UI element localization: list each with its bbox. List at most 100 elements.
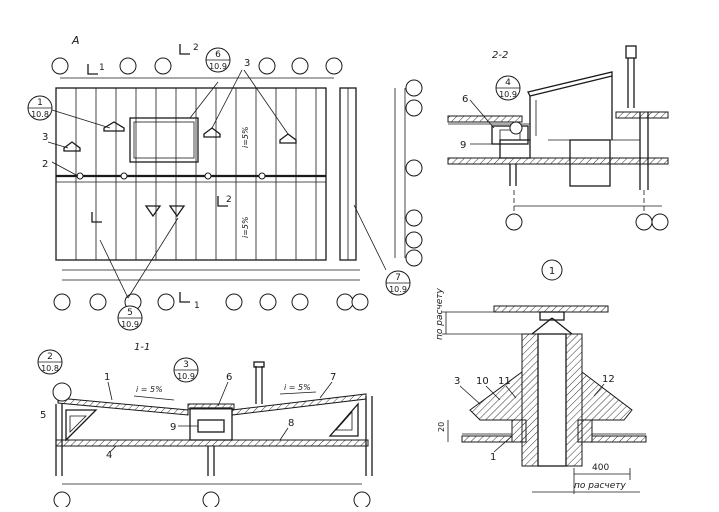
callout-5: 5 10.9 [117,305,143,331]
vent-marker [279,133,297,144]
plan-view: А [27,34,423,331]
axis-bubble [325,57,343,75]
panel-joints [75,88,317,260]
item-10-label: 10 [476,376,489,387]
svg-text:10.8: 10.8 [41,364,59,373]
section-marker [179,44,190,55]
axis-bubble [651,213,669,231]
section-marker [217,196,228,207]
axis-bubble [157,293,175,311]
svg-text:5: 5 [127,308,133,318]
vertical-dim-note: по расчету [435,287,445,340]
item-1-label: 1 [104,372,110,383]
svg-text:1: 1 [549,266,555,277]
plan-bottom-axis-bubbles [53,293,369,311]
dim-400: 400 [592,463,609,473]
truss-left [65,409,98,442]
lantern-roof [527,71,613,97]
pipe-wall-right [565,333,583,467]
axis-bubble [336,293,354,311]
axis-bubble [258,57,276,75]
axis-bubble [154,57,172,75]
item-12-label: 12 [602,374,615,385]
section-marker [87,64,98,75]
axis-bubble [505,213,523,231]
callout-4: 4 10.9 [495,75,521,101]
axis-bubble [405,231,423,249]
section-1-top: 1 [99,63,105,73]
section-2-2: 2-2 6 [447,45,669,231]
slope-note: i=5% [241,126,250,148]
detail-marker: 1 [541,259,563,281]
cap-slab [493,305,609,313]
svg-text:2: 2 [47,352,53,362]
axis-bubble [405,209,423,227]
section-2-top: 2 [193,43,199,53]
pipe-bore [537,333,567,467]
svg-text:7: 7 [395,273,401,283]
svg-text:10.9: 10.9 [121,320,139,329]
collar-right [581,370,633,421]
gutter-block [189,407,233,441]
roof-slope-right [231,393,367,416]
floor-slab [447,157,669,165]
axis-bubble [405,249,423,267]
axis-bubble [53,293,71,311]
axis-bubble [291,57,309,75]
item-9-label: 9 [170,422,176,433]
vent-marker [203,127,221,138]
section-11-title: 1-1 [134,342,150,353]
vent-marker [103,121,125,132]
svg-text:6: 6 [215,50,221,60]
floor-slab [55,439,369,447]
axis-bubble [119,57,137,75]
callout-6: 6 10.9 [205,47,231,73]
axis-bubble [405,99,423,117]
axis-bubble [291,293,309,311]
roof-slope-left [57,397,189,416]
svg-text:10.9: 10.9 [209,62,227,71]
section-2-bottom: 2 [226,195,232,205]
funnel-marker [144,205,162,218]
axis-bubble [89,293,107,311]
roof-slab [447,115,523,123]
callout-7: 7 10.9 [385,270,411,296]
callout-3: 3 10.9 [173,357,199,383]
section-22-title: 2-2 [492,50,508,61]
axis-bubble [225,293,243,311]
bottom-dim-note: по расчету [574,481,627,491]
roof-drains [76,172,266,180]
axis-bubble [53,491,71,509]
axis-bubble [51,57,69,75]
item-11-label: 11 [498,376,511,387]
item-1-label: 1 [490,452,496,463]
item-5-label: 5 [40,410,46,421]
plan-right-axis-bubbles [405,79,423,267]
section-1-1: 1-1 i = 5% i = 5% [37,342,373,509]
skylight-opening [129,117,199,163]
svg-text:10.9: 10.9 [389,285,407,294]
item-6-label: 6 [226,372,232,383]
item-9-label: 9 [460,140,466,151]
axis-bubble [405,79,423,97]
dim-20: 20 [437,422,446,432]
callout-4-circle [509,121,523,135]
axis-bubble [259,293,277,311]
callout-2: 2 10.8 [37,349,63,375]
svg-text:1: 1 [37,98,43,108]
item-3-label: 3 [244,58,250,69]
plan-label: А [71,34,80,47]
axis-bubble [353,491,371,509]
item-3-label: 3 [454,376,460,387]
slope-note-left: i = 5% [136,385,163,394]
item-6-label: 6 [462,94,468,105]
detail-1: 1 по расчету 20 400 по [435,259,647,494]
svg-text:4: 4 [505,78,511,88]
detail-circle [52,382,72,402]
svg-text:10.9: 10.9 [499,90,517,99]
slope-note: i=5% [241,216,250,238]
slope-note-right: i = 5% [284,383,311,392]
item-2-label: 2 [42,159,48,170]
